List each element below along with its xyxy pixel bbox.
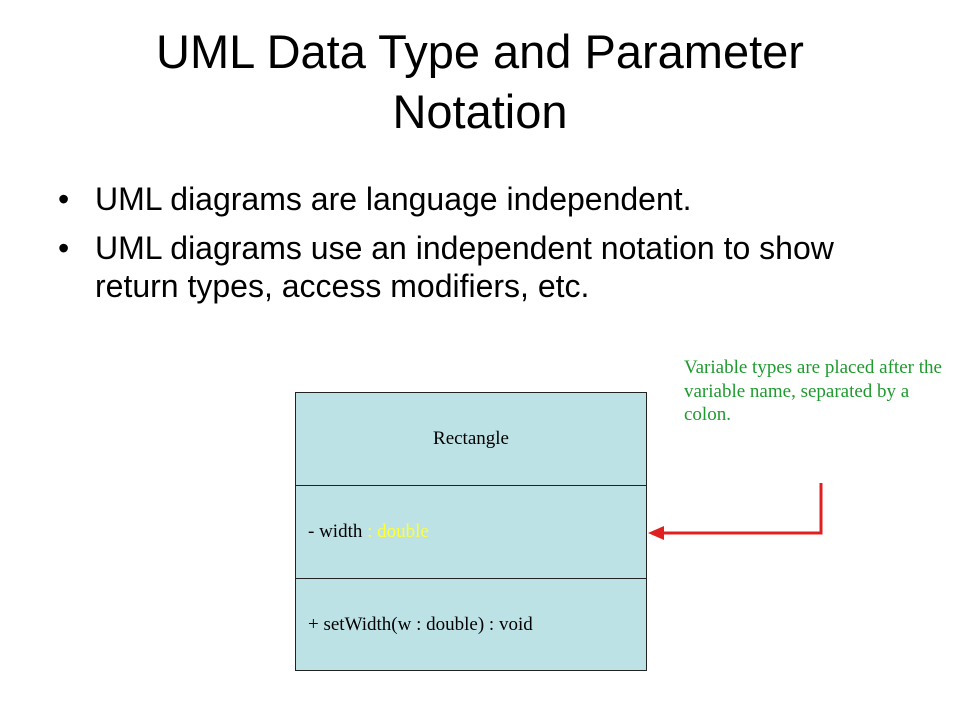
uml-class-name: Rectangle <box>433 428 509 449</box>
uml-attributes-compartment: - width : double <box>296 486 646 579</box>
slide-title: UML Data Type and Parameter Notation <box>40 22 920 142</box>
uml-class-name-compartment: Rectangle <box>296 393 646 486</box>
uml-operations-compartment: + setWidth(w : double) : void <box>296 579 646 671</box>
uml-attribute-name: - width <box>308 521 363 542</box>
arrowhead-icon <box>648 526 664 540</box>
uml-class-box: Rectangle - width : double + setWidth(w … <box>295 392 647 671</box>
uml-operation: + setWidth(w : double) : void <box>308 614 533 635</box>
bullet-marker: • <box>58 181 70 217</box>
uml-attribute: - width : double <box>308 521 429 543</box>
bullet-text: UML diagrams are language independent. <box>95 181 692 217</box>
pointer-arrow-line <box>660 483 823 535</box>
bullet-text: UML diagrams use an independent notation… <box>95 230 834 304</box>
bullet-list: • UML diagrams are language independent.… <box>58 180 918 316</box>
bullet-marker: • <box>58 230 70 266</box>
bullet-item: • UML diagrams use an independent notati… <box>58 229 918 305</box>
uml-attribute-type: double <box>377 521 429 542</box>
bullet-item: • UML diagrams are language independent. <box>58 180 918 218</box>
annotation-note: Variable types are placed after the vari… <box>684 357 942 425</box>
slide-title-line-2: Notation <box>392 85 568 138</box>
uml-attribute-separator: : <box>362 521 378 542</box>
slide-title-line-1: UML Data Type and Parameter <box>156 25 804 78</box>
